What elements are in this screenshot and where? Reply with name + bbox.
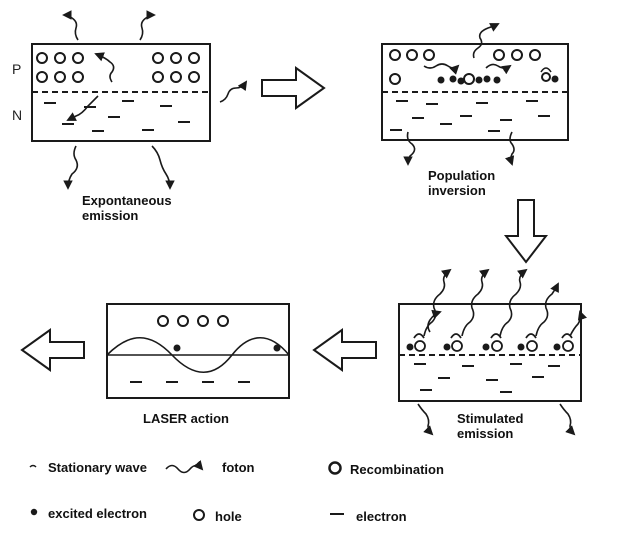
excited-electron-group — [437, 75, 559, 85]
caption-spontaneous-emission: Expontaneous emission — [82, 193, 172, 223]
legend-electron: electron — [356, 509, 407, 524]
caption-line: Stimulated — [457, 411, 524, 426]
recombination-group — [413, 333, 574, 352]
flow-arrow-down — [503, 199, 549, 264]
p-region-label: P — [12, 61, 22, 77]
caption-population-inversion: Population inversion — [428, 168, 495, 198]
legend-stationary-wave: Stationary wave — [48, 460, 147, 475]
caption-stimulated-emission: Stimulated emission — [457, 411, 523, 441]
recombination-icon — [328, 461, 342, 475]
flow-arrow-left — [312, 328, 377, 372]
electron-group — [390, 100, 550, 132]
hole-group — [389, 49, 551, 85]
foton-arrow-group — [417, 268, 587, 436]
foton-arrow-group — [403, 23, 515, 166]
foton-arrow-group — [62, 10, 248, 190]
hole-group — [157, 315, 229, 327]
hole-icon — [193, 509, 205, 521]
electron-group — [44, 100, 190, 132]
caption-line: inversion — [428, 183, 486, 198]
panel-spontaneous-emission — [31, 10, 248, 190]
legend-symbols — [29, 460, 344, 521]
panel-population-inversion — [381, 23, 569, 166]
foton-icon — [165, 460, 204, 474]
excited-electron-icon — [30, 508, 38, 516]
legend-hole: hole — [215, 509, 242, 524]
electron-group — [414, 363, 560, 393]
legend-foton: foton — [222, 460, 255, 475]
panel-stimulated-emission — [398, 268, 587, 436]
flow-arrow-out — [20, 328, 85, 372]
caption-line: Expontaneous — [82, 193, 172, 208]
caption-line: emission — [457, 426, 514, 441]
hole-group — [36, 52, 200, 83]
stationary-wave — [106, 336, 290, 374]
flow-arrow-right — [261, 66, 326, 110]
caption-line: Population — [428, 168, 496, 183]
panel-laser-action — [106, 303, 290, 399]
n-region-label: N — [12, 107, 23, 123]
legend-recombination: Recombination — [350, 462, 444, 477]
excited-electron-group — [173, 344, 281, 352]
caption-line: emission — [82, 208, 139, 223]
laser-cavity-box — [106, 303, 290, 399]
excited-electron-group — [406, 343, 561, 351]
legend-excited-electron: excited electron — [48, 506, 147, 521]
pn-junction-box — [398, 303, 582, 402]
caption-laser-action: LASER action — [143, 411, 229, 426]
stationary-wave-icon — [29, 464, 37, 468]
